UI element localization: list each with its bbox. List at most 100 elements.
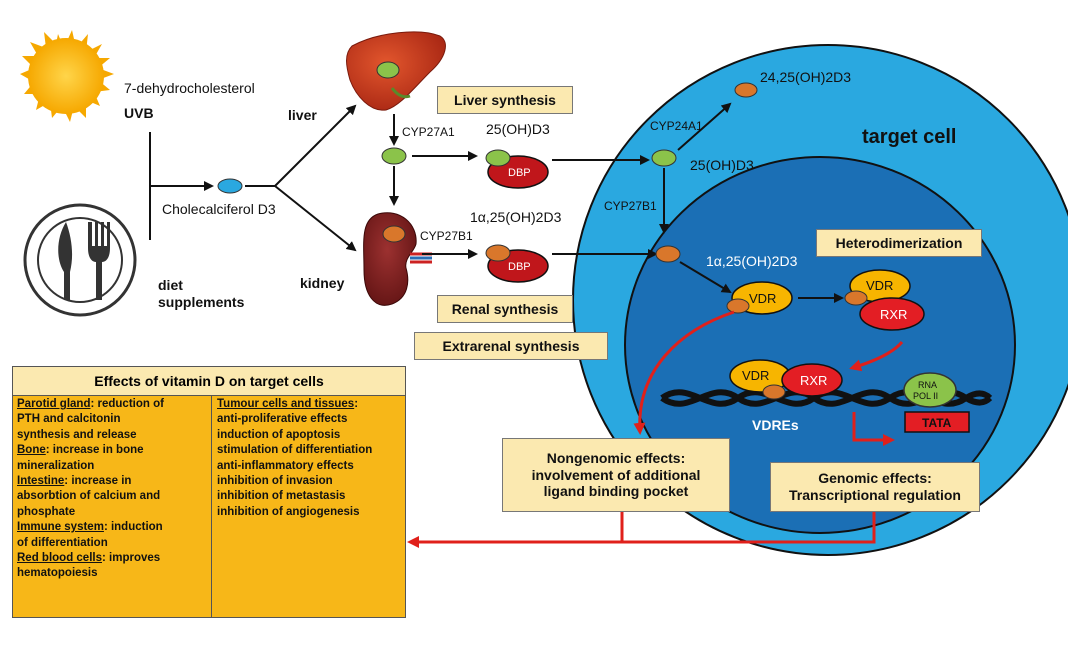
liver-synthesis-label: Liver synthesis — [454, 91, 556, 108]
effect-row: phosphate — [17, 505, 207, 520]
effect-row: anti-inflammatory effects — [217, 459, 403, 474]
dna-helix — [660, 389, 993, 407]
kidney-label: kidney — [300, 275, 345, 291]
dbp-ligand-1 — [485, 149, 511, 167]
rxr-receptor-3 — [781, 363, 843, 397]
diet-label: diet — [158, 277, 183, 293]
effect-row-text: PTH and calcitonin — [17, 413, 121, 426]
effect-row-text: : improves — [102, 552, 161, 565]
effect-row: Parotid gland: reduction of — [17, 397, 207, 412]
cyp27b1-cell-label: CYP27B1 — [604, 199, 657, 213]
uvb-label: UVB — [124, 105, 154, 121]
effect-row-text: inhibition of angiogenesis — [217, 505, 360, 518]
effect-row-text: inhibition of metastasis — [217, 490, 346, 503]
effect-row: Tumour cells and tissues: — [217, 397, 403, 412]
cell-calcidiol-molecule — [651, 149, 677, 167]
tata-label: TATA — [922, 416, 952, 430]
effect-row-heading: Intestine — [17, 475, 65, 488]
arrow-to-transcription — [852, 412, 895, 446]
supplements-label: supplements — [158, 294, 245, 310]
rxr-label-3: RXR — [800, 373, 827, 388]
effect-row: Red blood cells: improves — [17, 551, 207, 566]
effect-row-text: : reduction of — [90, 398, 164, 410]
extrarenal-synthesis-label: Extrarenal synthesis — [442, 337, 580, 354]
effect-row: inhibition of invasion — [217, 474, 403, 489]
effect-row-text: : increase in — [64, 475, 132, 488]
heterodimerization-label: Heterodimerization — [835, 234, 963, 251]
effect-row-text: : induction — [103, 521, 163, 534]
dbp-label-1: DBP — [508, 167, 531, 179]
effect-row: inhibition of angiogenesis — [217, 505, 403, 520]
vdr-ligand-3 — [762, 384, 786, 400]
rna-pol-label-1: RNA — [918, 380, 937, 390]
liver-metabolite — [376, 61, 400, 79]
effect-row: Bone: increase in bone — [17, 443, 207, 458]
vdr-label-1: VDR — [749, 291, 776, 306]
cholecalciferol-label: Cholecalciferol D3 — [162, 201, 276, 217]
effect-row: synthesis and release — [17, 428, 207, 443]
effect-row-text: of differentiation — [17, 536, 108, 549]
vdr-label-3: VDR — [742, 368, 769, 383]
effect-row: PTH and calcitonin — [17, 412, 207, 427]
dehydrocholesterol-label: 7-dehydrocholesterol — [124, 80, 255, 96]
cell-calcitriol-molecule — [655, 245, 681, 263]
dbp-ligand-2 — [485, 244, 511, 262]
vdres-label: VDREs — [752, 417, 799, 433]
effects-divider — [211, 395, 212, 617]
effect-row-text: anti-proliferative effects — [217, 413, 348, 426]
nongenomic-label-3: ligand binding pocket — [543, 483, 689, 500]
arrow-nongenomic-feedback — [407, 512, 624, 548]
effect-row: anti-proliferative effects — [217, 412, 403, 427]
kidney-metabolite — [382, 225, 406, 243]
tata-box — [904, 411, 970, 433]
d2425-label: 24,25(OH)2D3 — [760, 69, 851, 85]
calcitriol-label: 1α,25(OH)2D3 — [470, 209, 562, 225]
effect-row-text: : increase in bone — [45, 444, 144, 457]
effect-row: stimulation of differentiation — [217, 443, 403, 458]
calcidiol-molecule — [381, 147, 407, 165]
renal-synthesis-label: Renal synthesis — [451, 300, 559, 317]
effect-row-heading: Immune system — [17, 521, 104, 534]
vdr-label-2: VDR — [866, 278, 893, 293]
vdr-ligand-2 — [844, 290, 868, 306]
effect-row-heading: Red blood cells — [17, 552, 102, 565]
arrow-to-liver — [274, 104, 357, 187]
effect-row: hematopoiesis — [17, 566, 207, 581]
nongenomic-effects-box: Nongenomic effects: involvement of addit… — [502, 438, 730, 512]
liver-synthesis-box: Liver synthesis — [437, 86, 573, 114]
cyp27b1-kidney-label: CYP27B1 — [420, 229, 473, 243]
cyp24a1-label: CYP24A1 — [650, 119, 703, 133]
effect-row-text: anti-inflammatory effects — [217, 459, 354, 472]
effect-row: inhibition of metastasis — [217, 489, 403, 504]
effect-row-text: absorbtion of calcium and — [17, 490, 161, 503]
sun-icon — [20, 30, 114, 122]
arrow-genomic-feedback — [622, 512, 876, 544]
cell-calcidiol-label: 25(OH)D3 — [690, 157, 754, 173]
extrarenal-synthesis-box: Extrarenal synthesis — [414, 332, 608, 360]
rxr-label-2: RXR — [880, 307, 907, 322]
effect-row-text: inhibition of invasion — [217, 475, 333, 488]
effect-row: of differentiation — [17, 536, 207, 551]
nongenomic-label-1: Nongenomic effects: — [546, 449, 686, 466]
effect-row-text: phosphate — [17, 505, 76, 518]
genomic-effects-box: Genomic effects: Transcriptional regulat… — [770, 462, 980, 512]
effects-title-text: Effects of vitamin D on target cells — [94, 373, 324, 389]
effect-row-text: : — [354, 398, 359, 410]
nongenomic-label-2: involvement of additional — [531, 466, 701, 483]
calcidiol-label: 25(OH)D3 — [486, 121, 550, 137]
genomic-label-2: Transcriptional regulation — [789, 487, 961, 503]
arrow-vdr-to-nongenomic — [633, 310, 735, 435]
dbp-label-2: DBP — [508, 261, 531, 273]
effect-row-text: synthesis and release — [17, 428, 137, 441]
effect-row-text: induction of apoptosis — [217, 428, 341, 441]
arrow-to-kidney — [274, 185, 357, 252]
rna-pol-label-2: POL II — [913, 391, 938, 401]
liver-label: liver — [288, 107, 317, 123]
cholecalciferol-molecule — [217, 178, 243, 194]
rxr-receptor-2 — [859, 297, 925, 331]
d2425-molecule — [734, 82, 758, 98]
renal-synthesis-box: Renal synthesis — [437, 295, 573, 323]
arrow-dimer-to-dna — [849, 340, 904, 372]
